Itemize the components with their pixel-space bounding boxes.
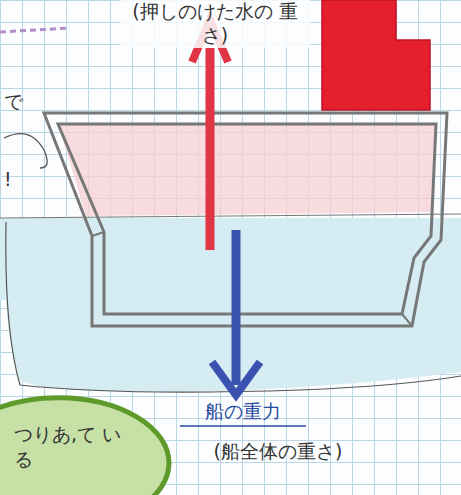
gravity-arrow	[232, 230, 241, 385]
label-underline	[180, 425, 306, 427]
green-bubble: つりあ,て いる	[0, 414, 130, 479]
hull-inner	[58, 124, 436, 314]
bubble-shape	[0, 398, 169, 495]
annotation-label: 船の重力	[180, 400, 306, 424]
bubble-text: つりあ,て いる	[8, 422, 122, 471]
water-surface	[0, 214, 461, 218]
gravity-arrowhead	[212, 362, 260, 395]
scribble-line	[0, 28, 70, 32]
hull-shading	[58, 124, 436, 216]
hull-outer	[44, 113, 447, 326]
leader-line	[4, 134, 47, 168]
water-region	[0, 218, 461, 392]
water-outline	[6, 222, 461, 392]
cargo-block	[322, 0, 430, 110]
annotation-label: (船全体の重さ)	[168, 440, 388, 464]
buoyancy-arrow	[206, 48, 215, 250]
annotation-label: で	[4, 90, 28, 114]
hull-edge	[92, 232, 412, 326]
annotation-label: (押しのけた水の 重さ)	[120, 0, 310, 48]
annotation-label: !	[4, 168, 24, 192]
